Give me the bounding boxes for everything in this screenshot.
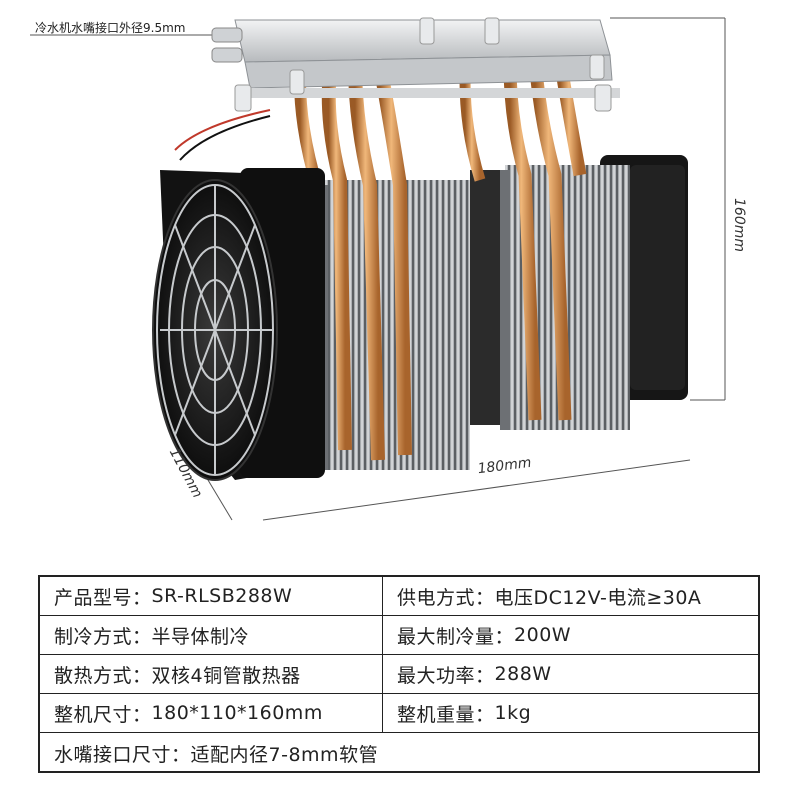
spec-label: 制冷方式： <box>54 625 152 648</box>
spec-value: 180*110*160mm <box>151 702 323 724</box>
spec-row: 散热方式： 双核4铜管散热器 最大功率： 288W <box>40 655 758 694</box>
water-nozzles <box>211 27 243 63</box>
product-image: 冷水机水嘴接口外径9.5mm 160mm 180mm 110mm <box>30 17 747 521</box>
mounting-brackets <box>234 17 612 112</box>
spec-value: 200W <box>514 624 572 646</box>
spec-cell-weight: 整机重量： 1kg <box>383 694 758 732</box>
spec-label: 整机尺寸： <box>54 703 152 726</box>
fan-guard <box>156 184 274 476</box>
spec-value: 双核4铜管散热器 <box>151 664 301 687</box>
spec-table: 产品型号： SR-RLSB288W 供电方式： 电压DC12V-电流≥30A 制… <box>38 575 760 773</box>
wires <box>174 109 271 161</box>
spec-row: 水嘴接口尺寸： 适配内径7-8mm软管 <box>40 733 758 773</box>
spec-label: 整机重量： <box>397 703 495 726</box>
water-nozzle-label: 冷水机水嘴接口外径9.5mm <box>35 20 185 35</box>
spec-value: 1kg <box>494 702 532 724</box>
spec-value: 半导体制冷 <box>151 625 250 648</box>
spec-value: SR-RLSB288W <box>151 585 293 607</box>
spec-row: 产品型号： SR-RLSB288W 供电方式： 电压DC12V-电流≥30A <box>40 577 758 616</box>
spec-label: 最大制冷量： <box>397 625 515 648</box>
width-label: 180mm <box>477 455 533 477</box>
spec-cell-nozzle-size: 水嘴接口尺寸： 适配内径7-8mm软管 <box>40 733 758 773</box>
spec-cell-max-cooling: 最大制冷量： 200W <box>383 616 758 654</box>
spec-cell-model: 产品型号： SR-RLSB288W <box>40 577 383 615</box>
spec-label: 供电方式： <box>397 586 495 609</box>
height-label: 160mm <box>731 198 747 252</box>
spec-label: 最大功率： <box>397 664 495 687</box>
spec-cell-power-supply: 供电方式： 电压DC12V-电流≥30A <box>383 577 758 615</box>
spec-cell-cooling-method: 制冷方式： 半导体制冷 <box>40 616 383 654</box>
spec-row: 制冷方式： 半导体制冷 最大制冷量： 200W <box>40 616 758 655</box>
spec-value: 288W <box>494 663 552 685</box>
left-heatsink <box>300 180 470 470</box>
front-fan <box>152 168 325 481</box>
spec-row: 整机尺寸： 180*110*160mm 整机重量： 1kg <box>40 694 758 733</box>
spec-cell-heat-dissipation: 散热方式： 双核4铜管散热器 <box>40 655 383 693</box>
spec-label: 产品型号： <box>54 586 152 609</box>
spec-cell-dimensions: 整机尺寸： 180*110*160mm <box>40 694 383 732</box>
spec-value: 适配内径7-8mm软管 <box>190 743 379 766</box>
spec-value: 电压DC12V-电流≥30A <box>494 586 702 609</box>
spec-cell-max-power: 最大功率： 288W <box>383 655 758 693</box>
spec-label: 散热方式： <box>54 664 152 687</box>
spec-label: 水嘴接口尺寸： <box>54 743 191 766</box>
